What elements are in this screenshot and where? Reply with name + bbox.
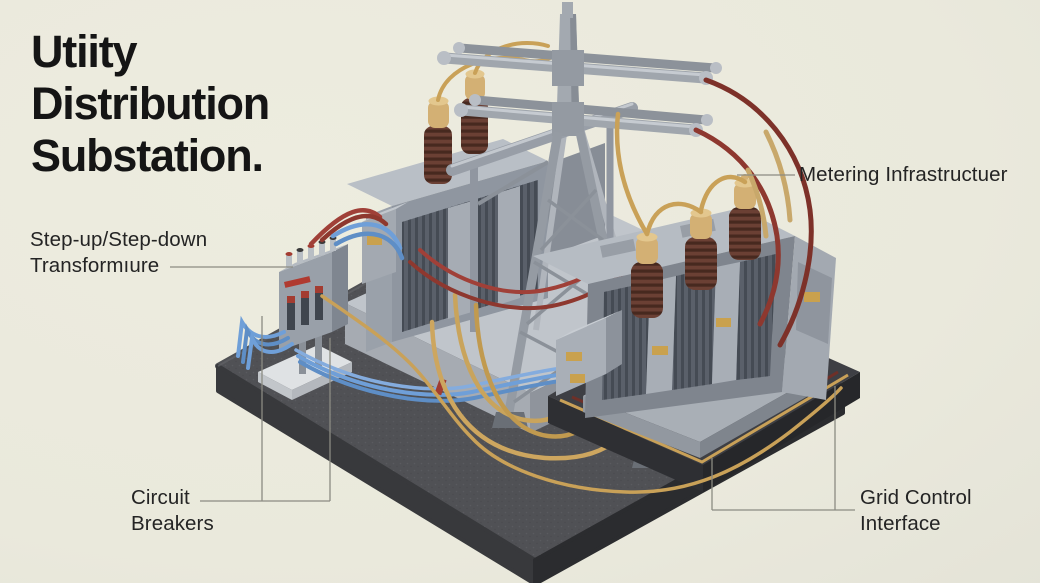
brass-plate — [716, 318, 731, 327]
gold-jumpers — [614, 111, 748, 237]
label-text: Breakers — [131, 512, 214, 536]
blue-wire — [333, 231, 405, 261]
main-transformer — [533, 111, 836, 418]
grid-cable-loop — [320, 294, 843, 494]
brass-plate — [804, 292, 820, 302]
brass-plate — [652, 346, 668, 355]
label-text: Circuit — [131, 486, 190, 509]
blue-cables-left — [236, 315, 294, 370]
breaker-poles — [287, 286, 323, 330]
label-text: Metering Infrastructuer — [799, 163, 1008, 186]
leader-lines — [170, 174, 855, 511]
leader-circuit — [200, 316, 331, 502]
brass-plate — [367, 236, 382, 245]
title-line-2: Distribution — [31, 78, 270, 130]
leader-grid — [711, 386, 855, 511]
label-text: Grid Control — [860, 486, 972, 509]
warning-label — [284, 276, 311, 288]
label-circuit-breakers: Circuit Breakers — [131, 485, 214, 537]
control-cabinet — [556, 310, 622, 396]
label-text: Transformıure — [30, 254, 160, 278]
title-line-1: Utiity — [31, 26, 138, 77]
label-grid-control-interface: Grid Control Interface — [860, 485, 972, 537]
label-step-up-transformer: Step-up/Step-down Transformıure — [30, 227, 207, 279]
label-text: Step-up/Step-down — [30, 228, 208, 251]
label-metering-infrastructure: Metering Infrastructuer — [799, 162, 1008, 188]
metering-bushing — [631, 232, 663, 318]
circuit-breaker — [236, 208, 405, 400]
red-wire — [319, 213, 389, 243]
page-title: Utiity Distribution Substation. — [31, 26, 270, 183]
red-wire — [308, 208, 383, 247]
label-text: Interface — [860, 512, 941, 536]
metering-bushing — [685, 208, 717, 290]
title-line-3: Substation. — [31, 130, 264, 182]
bushing — [424, 96, 452, 184]
blue-wire — [330, 222, 403, 251]
